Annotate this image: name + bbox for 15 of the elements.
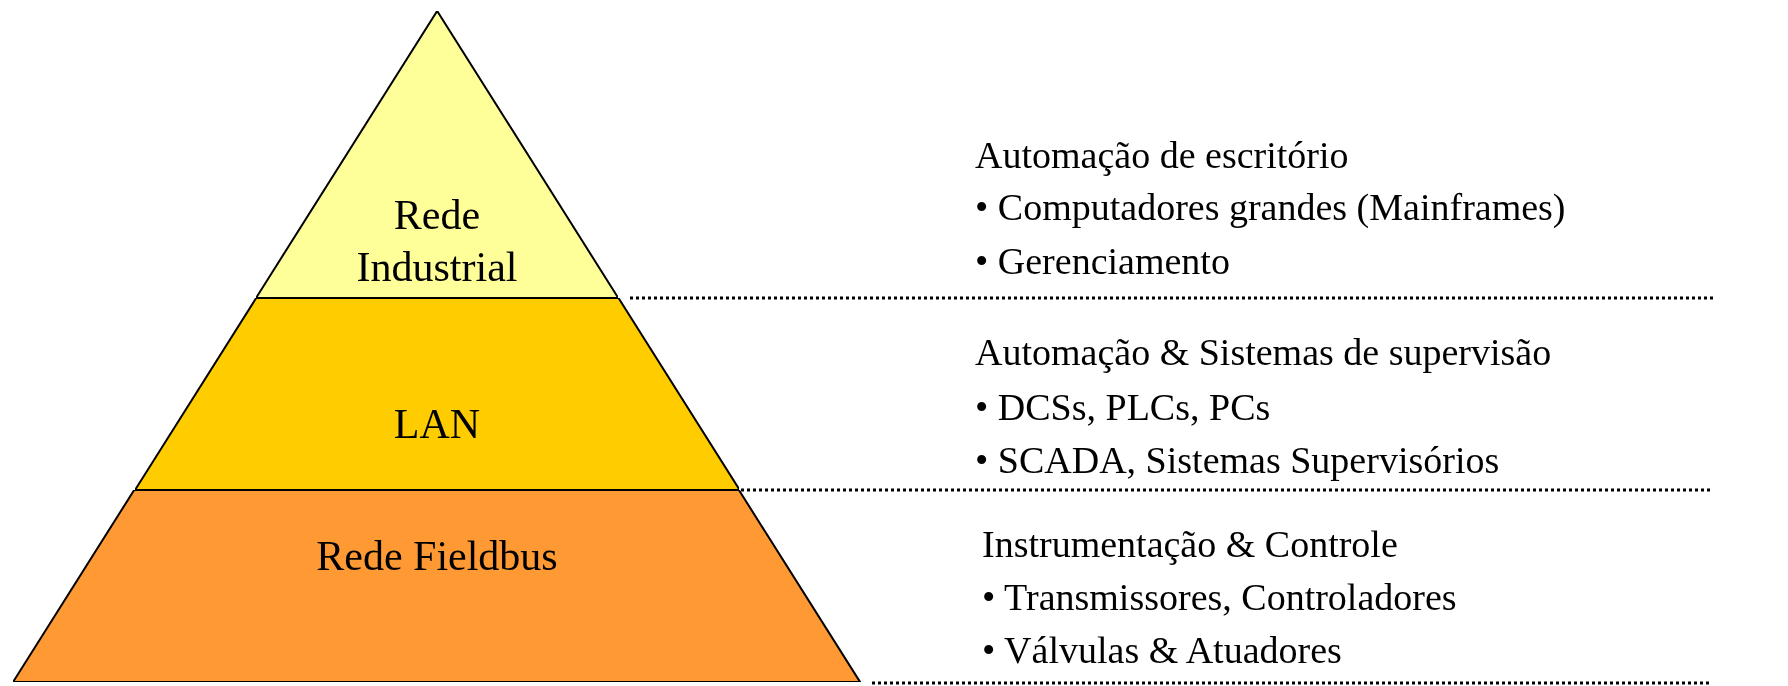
level-heading: Instrumentação & Controle [982, 522, 1398, 566]
band-label: LAN [393, 400, 481, 449]
pyramid-top-triangle [255, 11, 619, 298]
list-item: • SCADA, Sistemas Supervisórios [975, 438, 1500, 482]
band-label: Rede Industrial [355, 191, 519, 292]
band-label: Rede Fieldbus [316, 532, 558, 581]
pyramid-band [13, 490, 861, 682]
list-item: • Transmissores, Controladores [982, 575, 1457, 619]
pyramid-band [134, 298, 740, 490]
list-item: • Gerenciamento [975, 239, 1230, 283]
list-item: • Válvulas & Atuadores [982, 628, 1342, 672]
list-item: • DCSs, PLCs, PCs [975, 385, 1271, 429]
level-heading: Automação de escritório [975, 133, 1349, 177]
level-heading: Automação & Sistemas de supervisão [975, 330, 1552, 374]
list-item: • Computadores grandes (Mainframes) [975, 185, 1566, 229]
